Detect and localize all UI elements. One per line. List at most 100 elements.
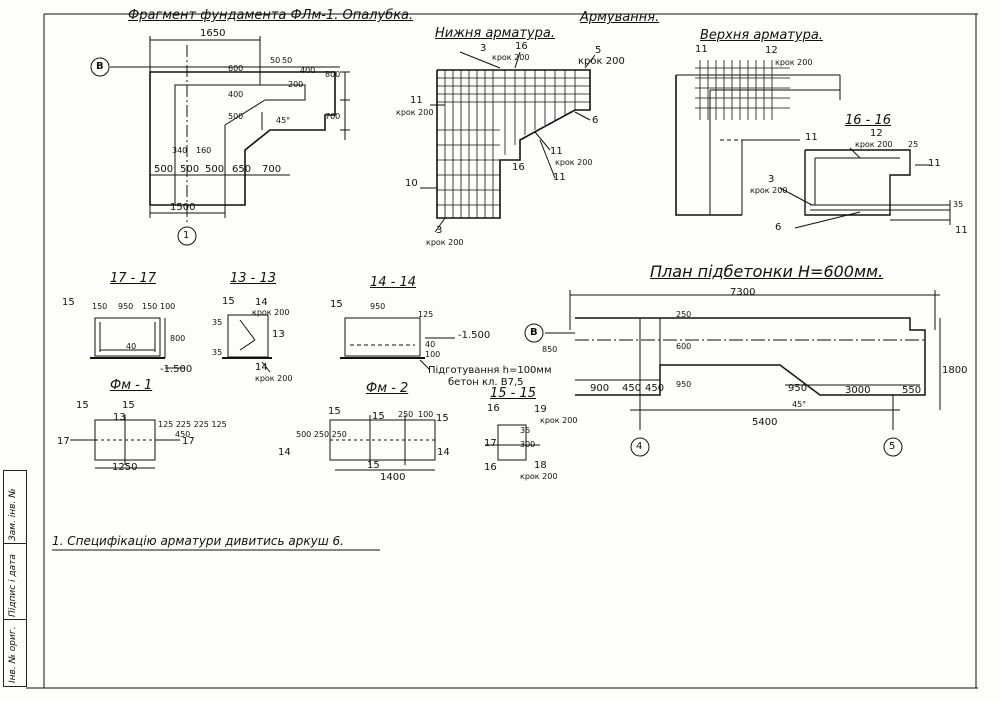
formwork-axis-b-label: В [96, 61, 104, 72]
section-16-16-title: 16 - 16 [845, 113, 892, 128]
bottom-mark-16b: 16 [512, 162, 525, 173]
s1313-mark-15: 15 [222, 296, 235, 307]
s1515-mark-18: 18 [534, 460, 547, 471]
bottom-mark-11: 11 [410, 95, 423, 106]
section-15-15 [485, 424, 540, 461]
angle-45-formwork: 45° [276, 116, 291, 125]
s1515-d300: 300 [520, 440, 536, 449]
s1515-step-b: крок 200 [520, 472, 558, 481]
dim-50b: 50 [282, 56, 293, 65]
s1515-mark-19: 19 [534, 404, 547, 415]
s1414-concrete-note: бетон кл. В7,5 [448, 377, 524, 388]
fm1-mark-15b: 15 [122, 400, 135, 411]
bottom-step-d: крок 200 [426, 238, 464, 247]
fm1-mark-15: 15 [76, 400, 89, 411]
dim-b500c: 500 [205, 164, 225, 175]
s1313-step-a: крок 200 [252, 308, 290, 317]
section-17-17 [90, 317, 185, 369]
dim-b500a: 500 [154, 164, 174, 175]
stamp-replace-inv: Зам. інв. № [8, 488, 18, 541]
bottom-mark-11c: 11 [553, 172, 566, 183]
fm2-dims: 500 250 250 [296, 430, 347, 439]
stamp-sign-date: Підпис і дата [8, 554, 18, 617]
top-mark-3: 3 [768, 174, 775, 185]
s1717-d100: 100 [160, 302, 176, 311]
plan-axis-5-label: 5 [889, 441, 896, 452]
plan-d950v: 950 [676, 380, 692, 389]
s1414-level: -1.500 [458, 330, 491, 341]
plan-d850: 850 [542, 345, 558, 354]
section-13-13-title: 13 - 13 [230, 271, 277, 286]
plan-d600: 600 [676, 342, 692, 351]
dim-160: 160 [196, 146, 212, 155]
fm1-mark-17a: 17 [57, 436, 70, 447]
s1717-d150a: 150 [92, 302, 108, 311]
s1515-step-a: крок 200 [540, 416, 578, 425]
section-13-13 [222, 314, 272, 373]
top-step-a: крок 200 [775, 58, 813, 67]
top-reinforcement [675, 60, 951, 229]
s1717-d950: 950 [118, 302, 134, 311]
plan-title: План підбетонки Н=600мм. [650, 262, 884, 281]
plan-d250: 250 [676, 310, 692, 319]
dim-400a: 400 [228, 90, 244, 99]
stamp-inv-orig: Інв. № ориг. [8, 626, 18, 683]
top-mark-6: 6 [775, 222, 782, 233]
fm1-d450: 450 [175, 430, 191, 439]
fm2-mark-14b: 14 [437, 447, 450, 458]
dim-1500: 1500 [170, 202, 196, 213]
bottom-reinforcement-title: Нижня арматура. [435, 26, 555, 41]
dim-500v: 500 [228, 112, 244, 121]
bottom-step-right: крок 200 [578, 56, 625, 67]
top-mark-11: 11 [695, 44, 708, 55]
top-mark-35: 35 [953, 200, 964, 209]
plan-d550: 550 [902, 385, 922, 396]
fm2-mark-15b: 15 [372, 411, 385, 422]
top-step-c: крок 200 [750, 186, 788, 195]
dim-400b: 400 [300, 66, 316, 75]
s1313-mark-13: 13 [272, 329, 285, 340]
formwork-plan [90, 36, 350, 246]
fm2-mark-15: 15 [328, 406, 341, 417]
s1414-mark-15: 15 [330, 299, 343, 310]
bottom-mark-16: 16 [515, 41, 528, 52]
fm2-d100: 100 [418, 410, 434, 419]
top-mark-11d: 11 [955, 225, 968, 236]
s1717-mark-15: 15 [62, 297, 75, 308]
bottom-mark-5: 5 [595, 45, 602, 56]
note-text: 1. Специфікацію арматури дивитись аркуш … [52, 534, 344, 548]
top-mark-12b: 12 [870, 128, 883, 139]
dim-b650: 650 [232, 164, 252, 175]
bottom-mark-10: 10 [405, 178, 418, 189]
plan-d1800: 1800 [942, 365, 968, 376]
top-mark-11c: 11 [928, 158, 941, 169]
s1414-d125: 125 [418, 310, 434, 319]
fm2-title: Фм - 2 [366, 381, 409, 396]
fm2-d1400: 1400 [380, 472, 406, 483]
section-15-15-title: 15 - 15 [490, 386, 537, 401]
s1414-d950: 950 [370, 302, 386, 311]
bottom-reinforcement [420, 51, 596, 233]
dim-800: 800 [325, 70, 341, 79]
top-mark-12: 12 [765, 45, 778, 56]
s1414-prep-note: Підготування h=100мм [428, 365, 552, 376]
fm2-mark-14a: 14 [278, 447, 291, 458]
section-14-14-title: 14 - 14 [370, 275, 417, 290]
fm1-mark-17b: 17 [182, 436, 195, 447]
bottom-step-a: крок 200 [492, 53, 530, 62]
s1313-mark-14b: 14 [255, 362, 268, 373]
dim-600: 600 [228, 64, 244, 73]
s1717-d150b: 150 [142, 302, 158, 311]
fm2-detail [329, 415, 436, 471]
fm1-mark-13: 13 [113, 412, 126, 423]
fm1-dims: 125 225 225 125 [158, 420, 227, 429]
top-mark-11b: 11 [805, 132, 818, 143]
s1515-mark-16b: 16 [484, 462, 497, 473]
dim-b500b: 500 [180, 164, 200, 175]
s1313-mark-14: 14 [255, 297, 268, 308]
concrete-prep-plan [524, 290, 941, 457]
s1515-mark-17: 17 [484, 438, 497, 449]
top-reinforcement-title: Верхня арматура. [700, 28, 823, 43]
reinforcement-title: Армування. [580, 10, 660, 25]
